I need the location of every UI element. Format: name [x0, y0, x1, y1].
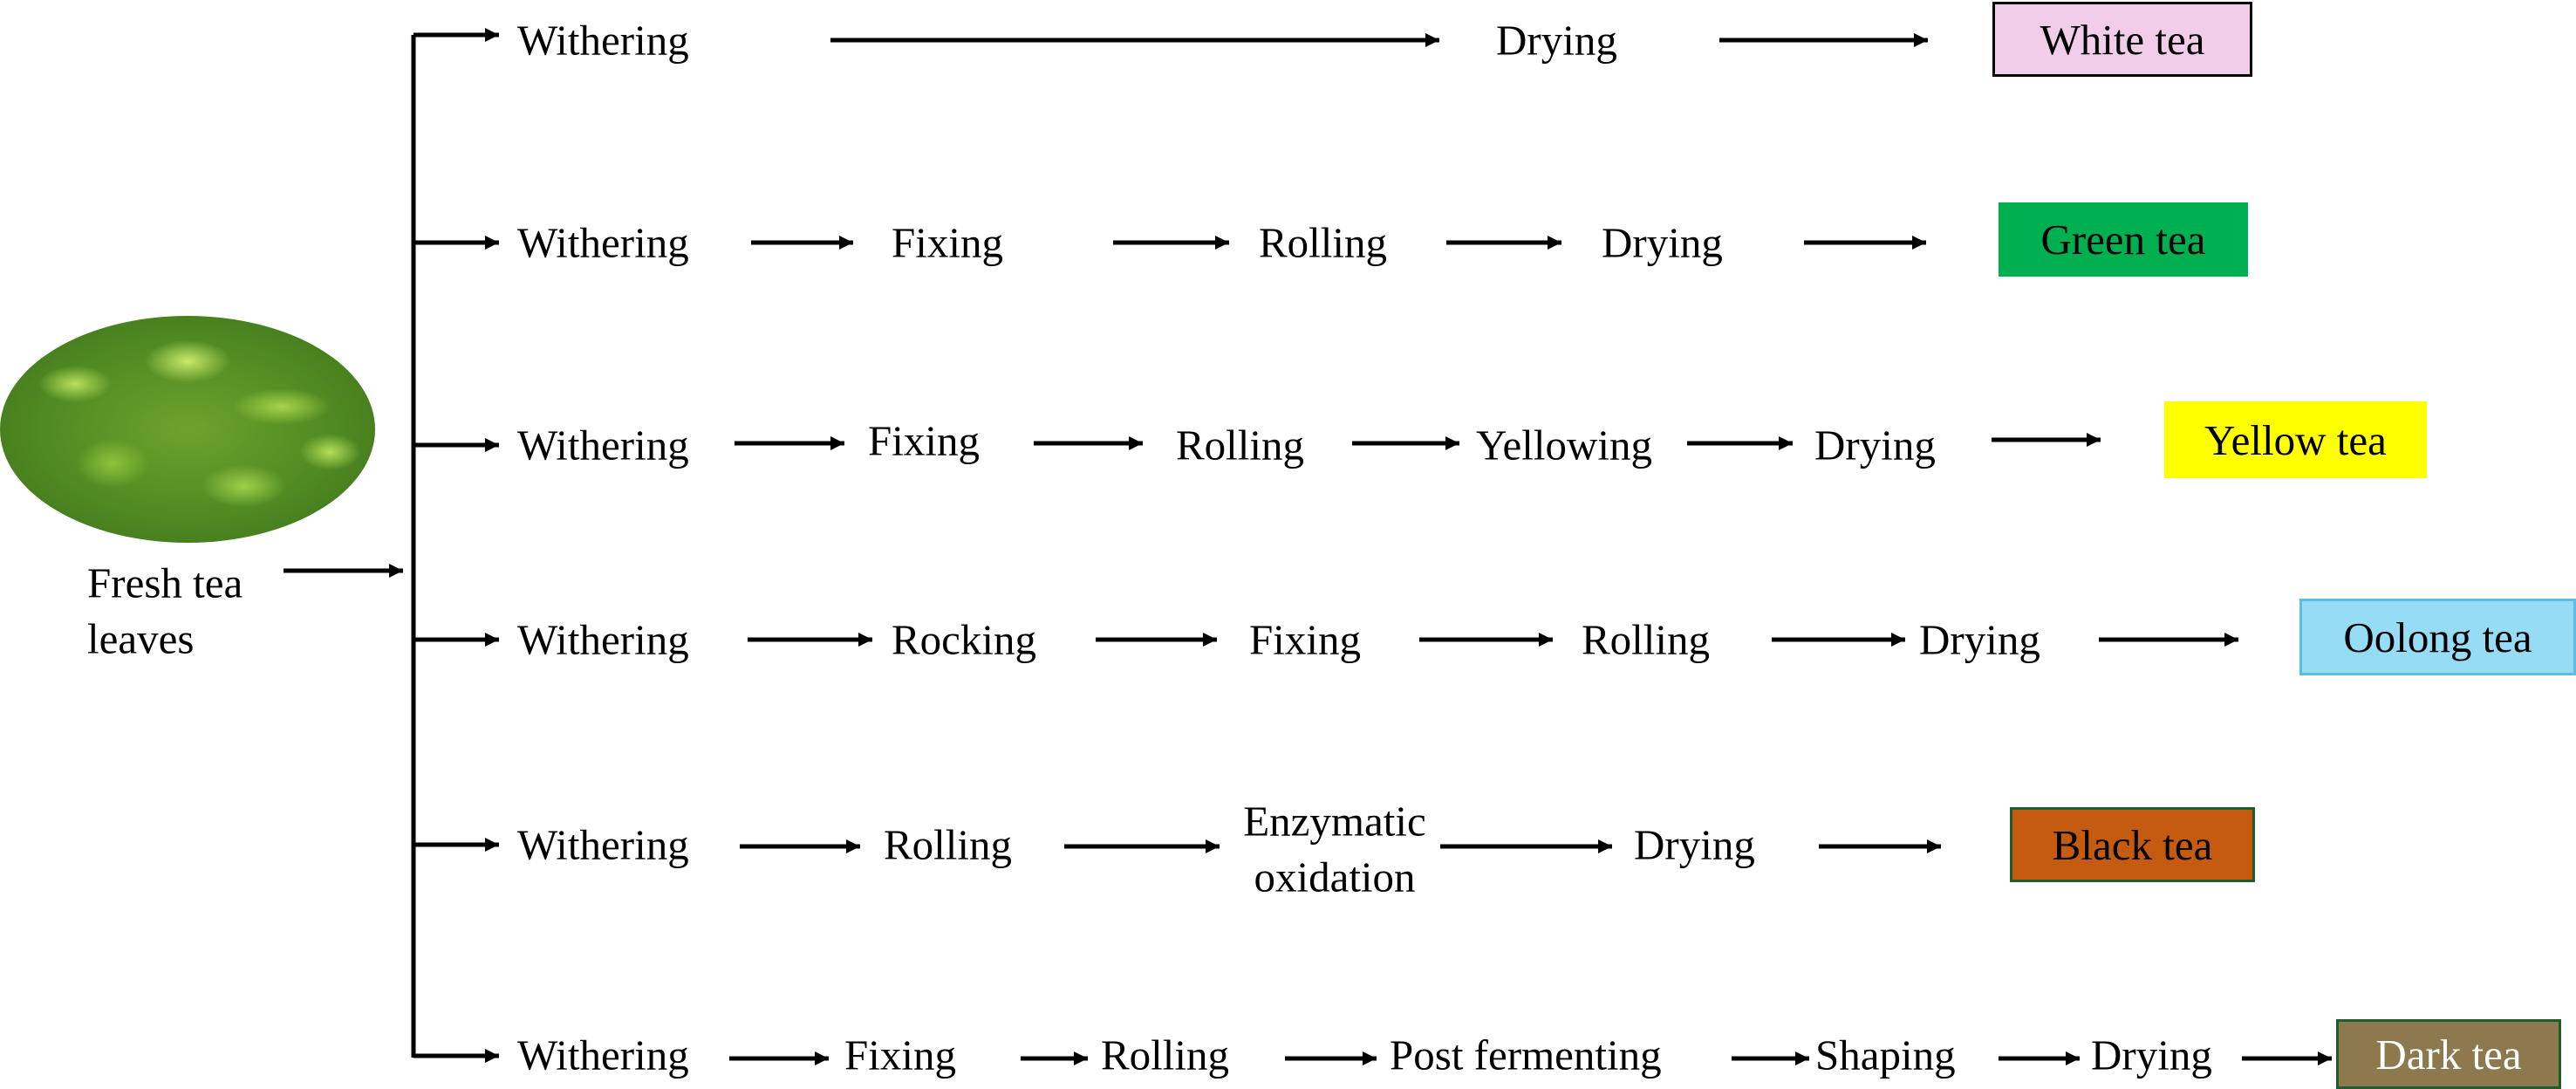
product-label: Black tea	[2052, 820, 2213, 869]
step-label: Withering	[517, 820, 689, 869]
source-label-line1: Fresh tea	[87, 558, 243, 607]
product-label: Dark tea	[2375, 1030, 2522, 1079]
product-box: Dark tea	[2336, 1019, 2561, 1089]
step-label: Drying	[1496, 16, 1617, 65]
product-label: Yellow tea	[2204, 415, 2387, 464]
step-label: Drying	[1634, 820, 1755, 869]
step-label: Rolling	[1582, 615, 1711, 664]
step-label: Drying	[1919, 615, 2040, 664]
step-label: Drying	[2091, 1031, 2212, 1079]
source-label: Fresh tea leaves	[87, 555, 243, 666]
step-label: Post fermenting	[1390, 1031, 1662, 1079]
product-label: White tea	[2040, 15, 2205, 64]
step-label: Fixing	[844, 1031, 956, 1079]
product-box: Black tea	[2010, 807, 2255, 882]
step-label: Rolling	[1259, 218, 1388, 267]
step-label: Drying	[1814, 421, 1936, 469]
step-label: Fixing	[868, 416, 980, 465]
step-label: Enzymatic oxidation	[1243, 797, 1426, 901]
step-label: Fixing	[892, 218, 1003, 267]
step-label: Rolling	[1101, 1031, 1230, 1079]
step-label: Withering	[517, 218, 689, 267]
step-label: Rocking	[892, 615, 1037, 664]
product-box: White tea	[1992, 2, 2252, 77]
product-label: Oolong tea	[2343, 613, 2532, 661]
product-box: Green tea	[1999, 202, 2248, 277]
tea-leaves-photo	[0, 316, 375, 543]
source-label-line2: leaves	[87, 614, 195, 662]
step-label: Rolling	[884, 820, 1013, 869]
step-label: Withering	[517, 16, 689, 65]
step-label: Withering	[517, 1031, 689, 1079]
step-label: Withering	[517, 421, 689, 469]
step-label: Shaping	[1815, 1031, 1956, 1079]
step-label: Drying	[1602, 218, 1723, 267]
step-label: Yellowing	[1476, 421, 1652, 469]
step-label: Withering	[517, 615, 689, 664]
product-box: Yellow tea	[2164, 401, 2427, 478]
step-label: Rolling	[1176, 421, 1305, 469]
product-label: Green tea	[2040, 216, 2206, 264]
step-label: Fixing	[1249, 615, 1361, 664]
product-box: Oolong tea	[2299, 599, 2576, 675]
